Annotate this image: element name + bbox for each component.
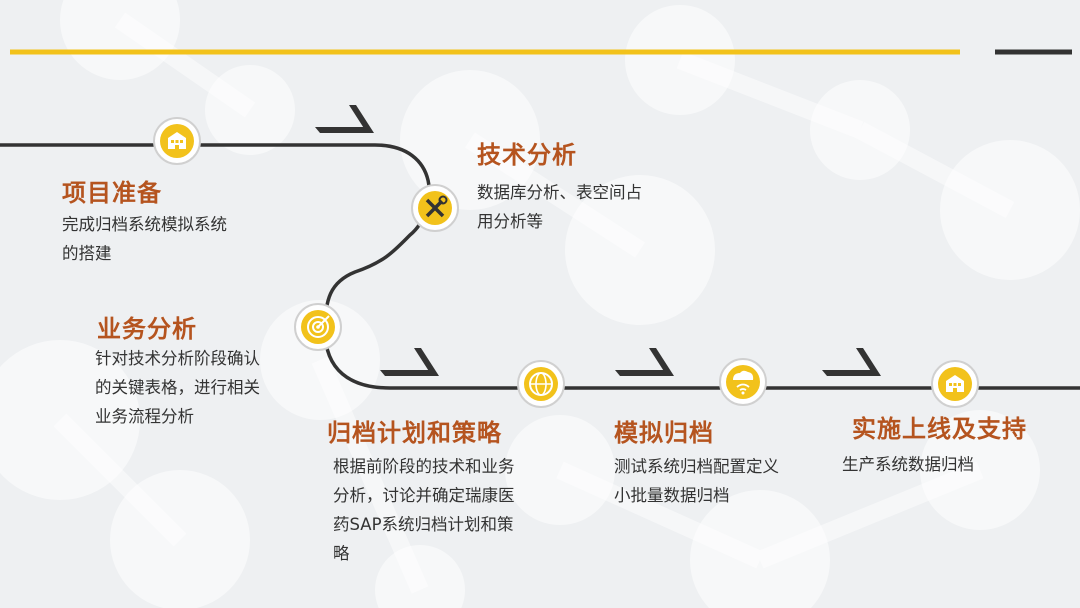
desc-line: 的关键表格，进行相关 — [95, 378, 260, 397]
desc-line: 用分析等 — [477, 212, 543, 231]
chevron-arrow-icon — [615, 348, 674, 376]
step-description: 数据库分析、表空间占 用分析等 — [477, 178, 707, 236]
step-title: 实施上线及支持 — [852, 415, 1027, 443]
desc-line: 略 — [333, 544, 350, 563]
step-description: 生产系统数据归档 — [842, 450, 1072, 479]
desc-line: 分析，讨论并确定瑞康医 — [333, 486, 515, 505]
chevron-arrow-icon — [315, 105, 374, 133]
desc-line: 针对技术分析阶段确认 — [95, 349, 260, 368]
tools-icon — [411, 184, 459, 232]
desc-line: 业务流程分析 — [95, 407, 194, 426]
target-icon — [294, 303, 342, 351]
building-icon — [931, 360, 979, 408]
step-jishu: 技术分析 数据库分析、表空间占 用分析等 — [477, 140, 707, 236]
step-description: 完成归档系统模拟系统 的搭建 — [62, 210, 292, 268]
step-description: 测试系统归档配置定义 小批量数据归档 — [614, 452, 834, 510]
desc-line: 完成归档系统模拟系统 — [62, 215, 227, 234]
step-shishi: 实施上线及支持 生产系统数据归档 — [842, 414, 1072, 479]
desc-line: 小批量数据归档 — [614, 486, 730, 505]
building-icon — [153, 117, 201, 165]
chevron-arrow-icon — [380, 348, 439, 376]
step-xiangmu: 项目准备 完成归档系统模拟系统 的搭建 — [62, 178, 292, 268]
desc-line: 的搭建 — [62, 244, 112, 263]
cloud-signal-icon — [719, 358, 767, 406]
desc-line: 数据库分析、表空间占 — [477, 183, 642, 202]
desc-line: 生产系统数据归档 — [842, 455, 974, 474]
step-description: 根据前阶段的技术和业务 分析，讨论并确定瑞康医 药SAP系统归档计划和策 略 — [333, 452, 577, 568]
chevron-arrow-icon — [822, 348, 881, 376]
desc-line: 根据前阶段的技术和业务 — [333, 457, 515, 476]
step-title: 技术分析 — [477, 141, 577, 169]
globe-icon — [517, 360, 565, 408]
desc-line: 药SAP系统归档计划和策 — [333, 515, 514, 534]
step-moni: 模拟归档 测试系统归档配置定义 小批量数据归档 — [614, 418, 834, 510]
step-title: 业务分析 — [97, 315, 197, 343]
step-jihua: 归档计划和策略 根据前阶段的技术和业务 分析，讨论并确定瑞康医 药SAP系统归档… — [327, 418, 577, 568]
step-yewu: 业务分析 针对技术分析阶段确认 的关键表格，进行相关 业务流程分析 — [95, 314, 317, 431]
desc-line: 测试系统归档配置定义 — [614, 457, 779, 476]
step-title: 项目准备 — [62, 179, 162, 207]
step-description: 针对技术分析阶段确认 的关键表格，进行相关 业务流程分析 — [95, 344, 317, 431]
step-title: 模拟归档 — [614, 419, 714, 447]
step-title: 归档计划和策略 — [327, 419, 502, 447]
timeline-path — [0, 143, 1080, 390]
